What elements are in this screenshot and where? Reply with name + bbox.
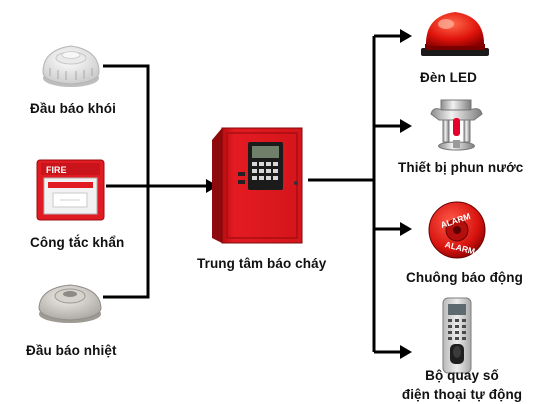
sprinkler-head-icon [430, 99, 483, 151]
auto-dialer-label: Bộ quay số điện thoại tự động [392, 366, 532, 404]
auto-dialer-label-line1: Bộ quay số [425, 368, 499, 383]
call-point-fire-text: FIRE [46, 165, 67, 175]
input-connectors [103, 64, 212, 299]
arrow-to-bell [400, 222, 412, 236]
arrow-to-sprinkler [400, 119, 412, 133]
fire-alarm-call-point-icon: FIRE [36, 159, 105, 221]
call-point-label: Công tắc khẩn [30, 235, 125, 250]
connector-smoke-detector [103, 64, 150, 186]
red-beacon-light-icon [421, 12, 489, 56]
smoke-detector-icon [42, 45, 100, 87]
heat-detector-icon [38, 284, 102, 323]
alarm-bell-label: Chuông báo động [406, 270, 523, 285]
alarm-bell-icon: ALARM ALARM [428, 201, 486, 259]
fire-alarm-control-panel-icon [212, 127, 303, 244]
heat-detector-label: Đầu báo nhiệt [26, 343, 117, 358]
auto-dialer-keypad-icon [442, 297, 472, 374]
auto-dialer-label-line2: điện thoại tự động [401, 387, 523, 402]
arrow-to-dialer [400, 345, 412, 359]
smoke-detector-label: Đầu báo khói [30, 101, 116, 116]
connector-heat-detector [103, 186, 150, 299]
output-connectors [308, 34, 402, 354]
control-panel-label: Trung tâm báo cháy [197, 256, 327, 271]
arrow-to-led [400, 29, 412, 43]
output-arrowheads [400, 29, 412, 359]
led-label: Đèn LED [420, 70, 477, 85]
sprinkler-label: Thiết bị phun nước [398, 160, 524, 175]
